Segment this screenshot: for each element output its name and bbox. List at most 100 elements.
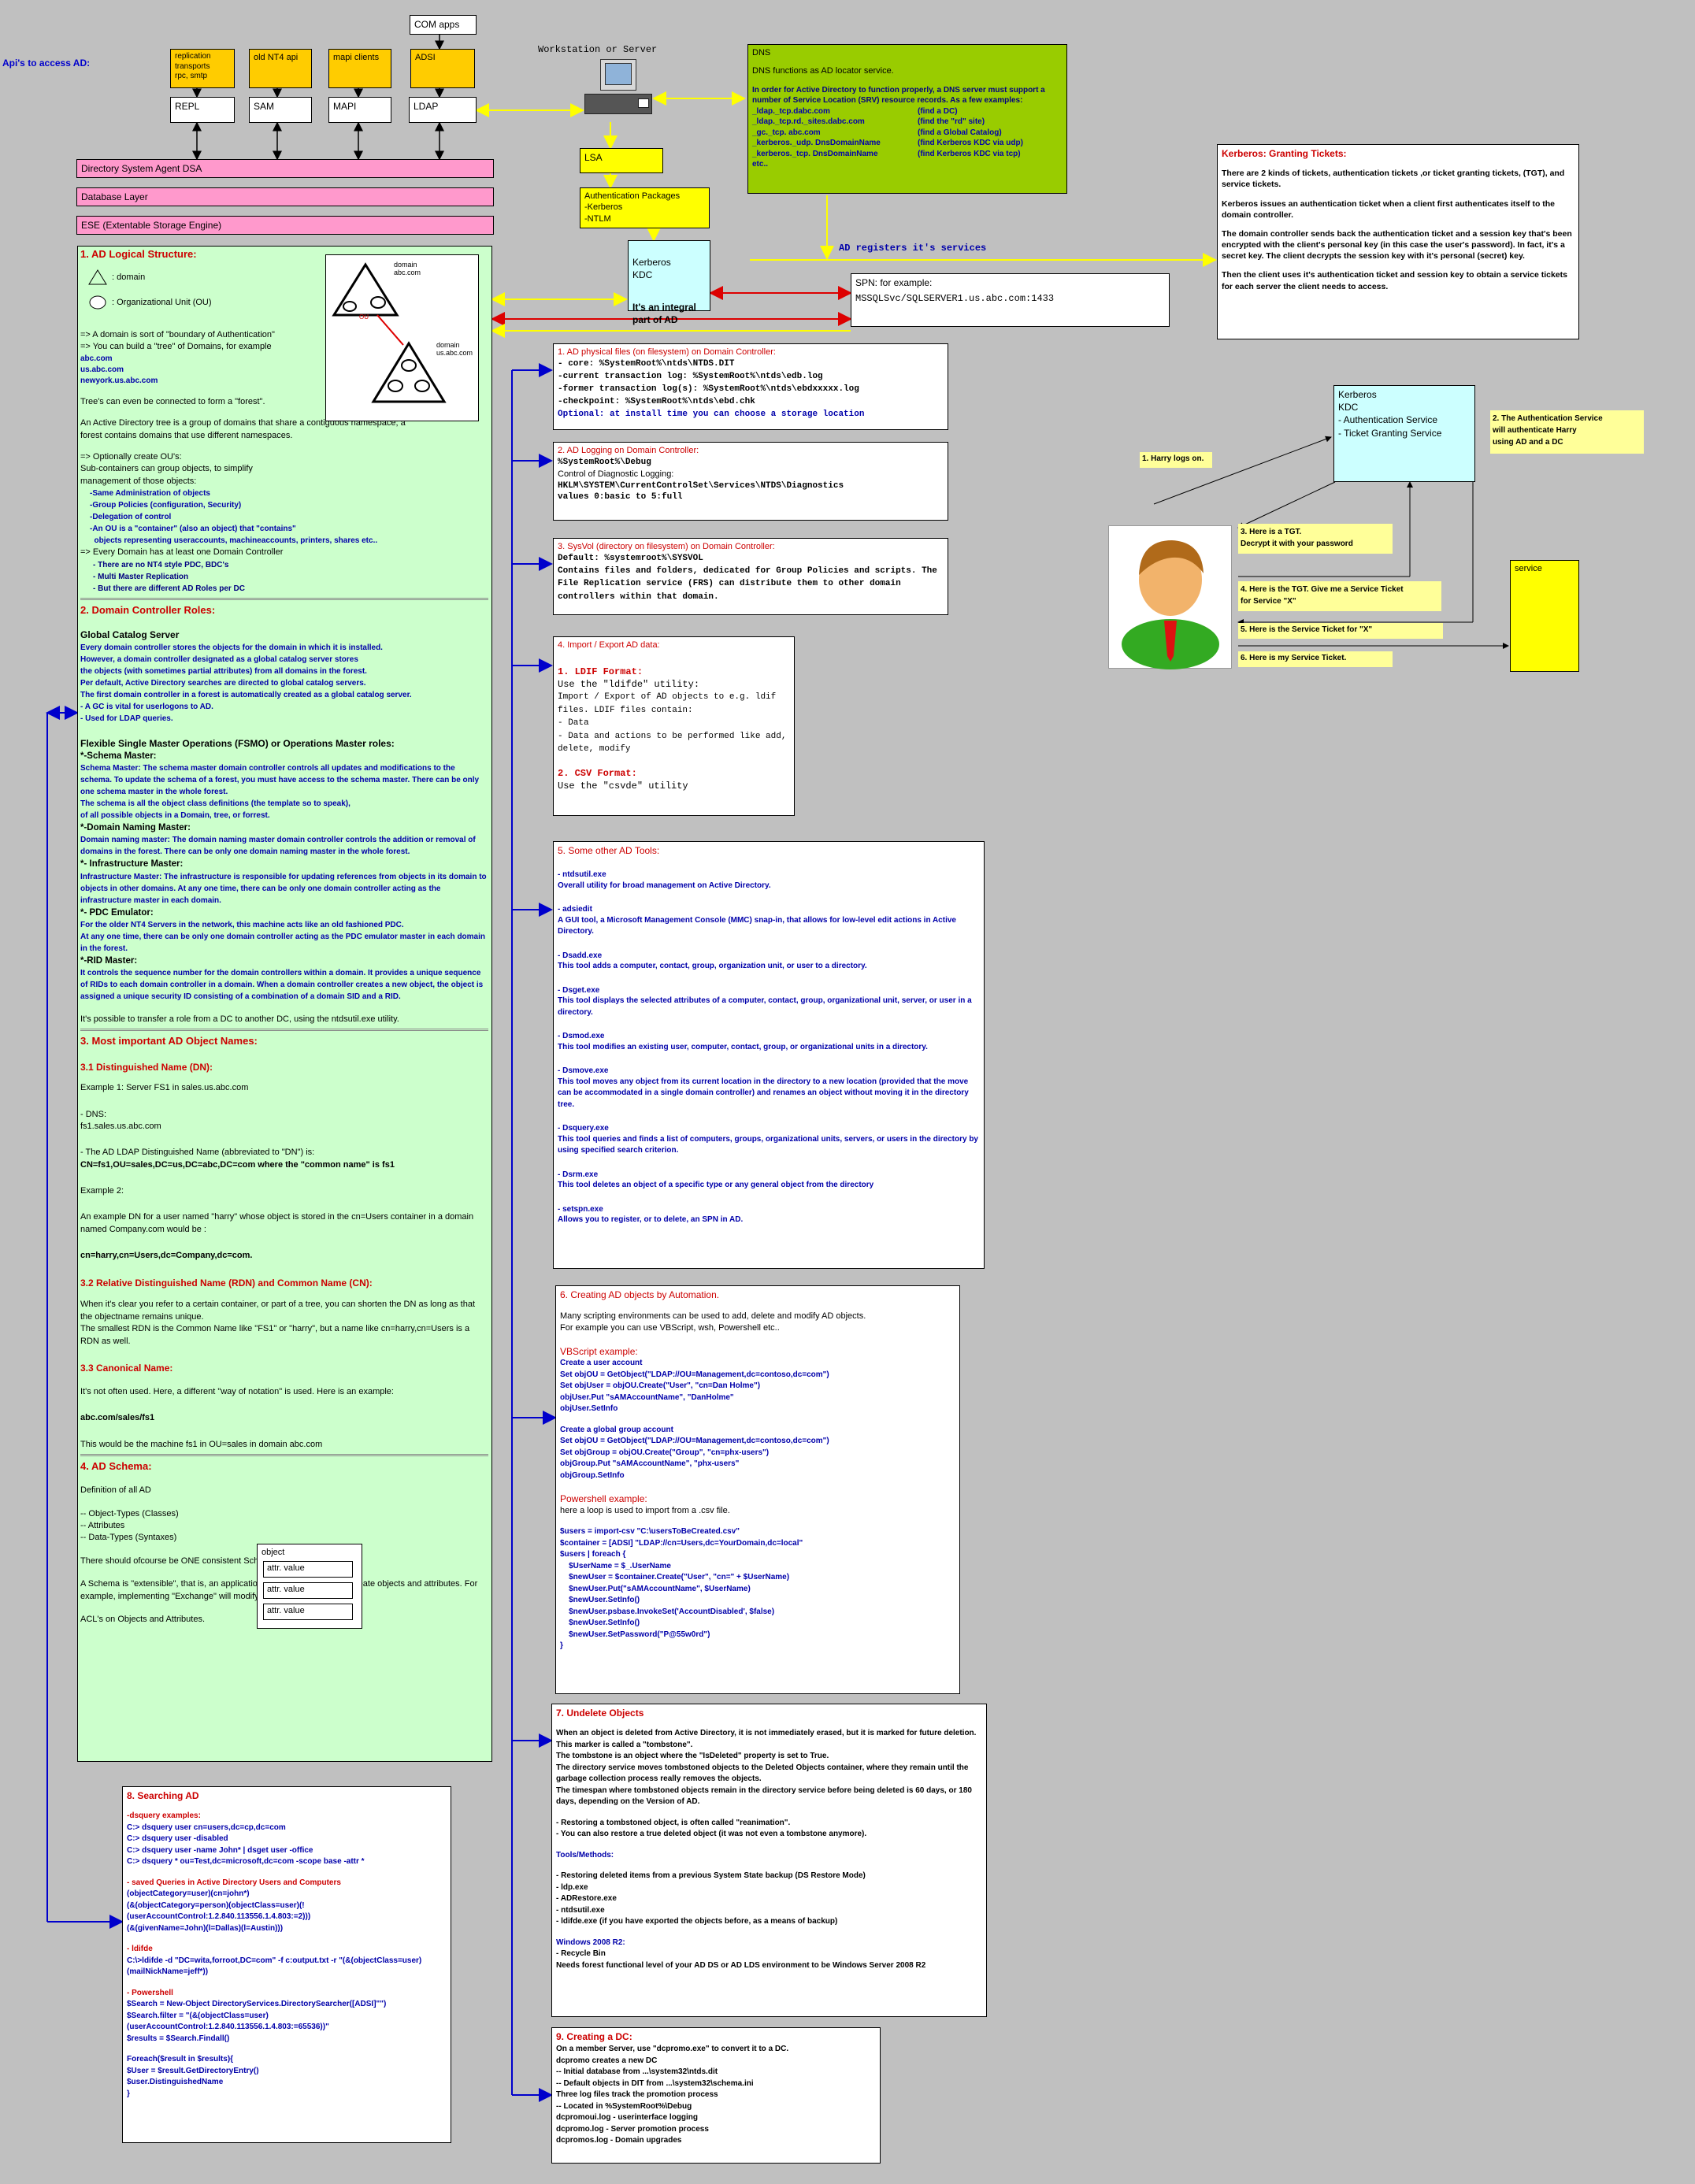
auth-line: -NTLM [584,213,611,224]
schema-title: 4. AD Schema: [80,1459,152,1472]
dns-record-row: _kerberos._tcp. DnsDomainName(find Kerbe… [752,149,1063,160]
dns-record: _ldap._tcp.dabc.com [752,106,830,116]
vbs-line: objGroup.Put "sAMAccountName", "phx-user… [560,1459,740,1469]
step-1-label: 1. Harry logs on. [1142,454,1204,463]
tool-desc: This tool deletes an object of a specifi… [558,1181,874,1190]
api-label: mapi clients [333,53,380,62]
undelete-line: - Restoring deleted items from a previou… [556,1871,866,1881]
csv-line: Use the "csvde" utility [558,780,688,792]
ps-line: $users | foreach { [560,1550,626,1559]
dns-record-row: _gc._tcp. abc.com(find a Global Catalog) [752,128,1063,139]
vbs-line: Set objOU = GetObject("LDAP://OU=Managem… [560,1370,829,1379]
dcpromo-line: Three log files track the promotion proc… [556,2090,718,2100]
cn-line: This would be the machine fs1 in OU=sale… [80,1439,323,1449]
undelete-title: 7. Undelete Objects [556,1708,644,1719]
domain-tree-figure: domain abc.com domain us.abc.com OU [325,254,479,421]
api-label: replication transports rpc, smtp [175,52,211,80]
ou-item: -Group Policies (configuration, Security… [90,501,242,510]
dns-subtitle: DNS functions as AD locator service. [752,65,894,76]
forest-text-2: An Active Directory tree is a group of d… [80,418,406,440]
search-ps-line: $User = $result.GetDirectoryEntry() [127,2066,259,2075]
rdn-line: The smallest RDN is the Common Name like… [80,1324,470,1346]
kerberos-tickets-title: Kerberos: Granting Tickets: [1222,148,1347,159]
sysvol-line: Contains files and folders, dedicated fo… [558,565,937,602]
domain-example: newyork.us.abc.com [80,376,158,385]
schema-line: -- Attributes [80,1520,125,1530]
kdc-box: Kerberos KDC It's an integral part of AD [628,240,710,325]
logical-section: 1. AD Logical Structure: : domain : Orga… [80,247,325,310]
step-3-label: 3. Here is a TGT. Decrypt it with your p… [1241,528,1353,548]
tree-ou-label: OU [359,313,369,321]
section-divider [80,597,488,600]
domain-example: us.abc.com [80,365,124,374]
computer-icon [583,59,654,122]
undelete-box: 7. Undelete Objects When an object is de… [551,1704,987,2017]
dcpromo-line: dcpromo.log - Server promotion process [556,2124,709,2134]
dn-line: - The AD LDAP Distinguished Name (abbrev… [80,1148,315,1158]
gc-line: Per default, Active Directory searches a… [80,678,366,688]
tool-desc: This tool queries and finds a list of co… [558,1134,978,1155]
ldifde-title: - ldifde [127,1945,153,1954]
ps-line: $UserName = $_.UserName [560,1561,671,1570]
undelete-line: - You can also restore a true deleted ob… [556,1830,867,1839]
dns-record-row: etc.. [752,159,1063,170]
physical-line: -checkpoint: %SystemRoot%\ntds\ebd.chk [558,396,755,406]
vbs-line: objUser.SetInfo [560,1404,618,1414]
kdc-services-line: - Ticket Granting Service [1338,427,1442,439]
undelete-lines: When an object is deleted from Active Di… [556,1728,982,1971]
step-3: 3. Here is a TGT. Decrypt it with your p… [1238,524,1393,554]
search-ps-line: $user.DistinguishedName [127,2078,224,2087]
step-6-label: 6. Here is my Service Ticket. [1241,654,1347,662]
dns-record: _kerberos._udp. DnsDomainName [752,139,881,148]
ps-line: $newUser.SetPassword("P@55w0rd") [560,1630,710,1639]
ldif-line: - Data and actions to be performed like … [558,731,787,755]
step-6: 6. Here is my Service Ticket. [1238,651,1393,667]
dns-record-desc: (find a DC) [918,106,958,116]
tool-name: - Dsrm.exe [558,1170,599,1179]
dns-intro: In order for Active Directory to functio… [752,85,1045,106]
tool-desc: This tool moves any object from its curr… [558,1077,969,1109]
logging-line: values 0:basic to 5:full [558,492,683,502]
dsquery-title: -dsquery examples: [127,1811,201,1821]
vbs-line: objUser.Put "sAMAccountName", "DanHolme" [560,1392,734,1402]
logging-title: 2. AD Logging on Domain Controller: [558,446,699,455]
interface-mapi: MAPI [328,97,391,123]
searching-box: 8. Searching AD -dsquery examples: C:> d… [122,1786,451,2143]
dn-line: - DNS: [80,1109,106,1119]
dc-item: - There are no NT4 style PDC, BDC's [93,560,229,569]
attr-label: attr. value [267,1563,305,1573]
section-divider [80,1453,488,1456]
tool-desc: Allows you to register, or to delete, an… [558,1215,744,1225]
dc-item: - Multi Master Replication [93,572,189,581]
logging-line: HKLM\SYSTEM\CurrentControlSet\Services\N… [558,480,844,491]
tool-desc: A GUI tool, a Microsoft Management Conso… [558,915,956,936]
ou-item: -Delegation of control [90,513,172,522]
physical-files-title: 1. AD physical files (on filesystem) on … [558,347,776,357]
kdc-services-line: - Authentication Service [1338,414,1438,426]
layer-dsa: Directory System Agent DSA [76,159,494,178]
tool-desc: This tool displays the selected attribut… [558,996,972,1017]
import-export-box: 4. Import / Export AD data: 1. LDIF Form… [553,636,795,816]
dcpromo-line: dcpromos.log - Domain upgrades [556,2136,682,2145]
com-apps-label: COM apps [414,19,460,30]
undelete-line: The timespan where tombstoned objects re… [556,1785,972,1807]
layer-label: ESE (Extentable Storage Engine) [81,220,222,231]
dn-line: An example DN for a user named "harry" w… [80,1212,474,1234]
fsmo-role-text: Infrastructure Master: The infrastructur… [80,872,487,905]
interface-label: SAM [254,101,275,112]
fsmo-role-name: *-RID Master: [80,955,138,966]
undelete-line: Needs forest functional level of your AD… [556,1960,926,1970]
ps-line: $newUser.Put("sAMAccountName", $UserName… [560,1584,751,1593]
saved-query-line: (&(objectCategory=person)(objectClass=us… [127,1900,311,1922]
dns-record-row: _ldap._tcp.rd._sites.dabc.com(find the "… [752,117,1063,128]
tool-desc: Overall utility for broad management on … [558,881,771,890]
gc-line: The first domain controller in a forest … [80,690,412,699]
transfer-text: It's possible to transfer a role from a … [80,1014,399,1024]
tool-desc: This tool adds a computer, contact, grou… [558,962,867,971]
kdc-integral: It's an integral part of AD [632,301,696,325]
interface-repl: REPL [170,97,235,123]
tree-domain-1: domain abc.com [394,261,421,276]
tool-name: - adsiedit [558,905,592,914]
